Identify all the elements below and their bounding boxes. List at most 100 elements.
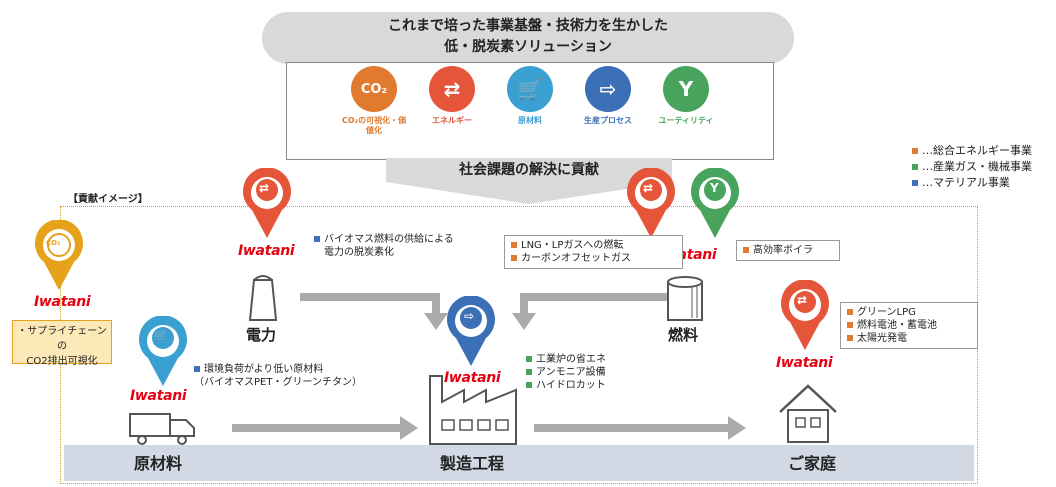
process-pin [447, 296, 495, 366]
box-item: 電力の脱炭素化 [314, 246, 494, 259]
box-item: 環境負荷がより低い原材料 [194, 363, 384, 376]
contribution-image-label: 【貢献イメージ】 [68, 194, 148, 205]
factory-icon: ⇨ [464, 309, 475, 323]
legend-swatch [912, 164, 918, 170]
box-item: アンモニア設備 [526, 366, 636, 379]
utility-pin [691, 168, 739, 238]
banner-line2: 低・脱炭素ソリューション [444, 39, 612, 55]
factory-building-icon [429, 375, 517, 445]
box-text: 工業炉の省エネ [536, 354, 606, 365]
co2-icon: CO₂ [351, 66, 397, 112]
solution-label: CO₂の可視化・価値化 [341, 116, 407, 135]
raw-material-label: 原材料 [134, 454, 183, 473]
legend-item: …マテリアル事業 [912, 175, 1032, 191]
legend-item: …産業ガス・機械事業 [912, 159, 1032, 175]
bullet [526, 382, 532, 388]
solution-label: 原材料 [518, 116, 542, 125]
power-label: 電力 [246, 326, 277, 344]
energy-pin-power [243, 168, 291, 238]
fuel-tank-icon [667, 276, 703, 321]
materials-box: 環境負荷がより低い原材料 （バイオマスPET・グリーンチタン） [188, 360, 390, 392]
power-box: バイオマス燃料の供給による 電力の脱炭素化 [308, 230, 500, 262]
box-item: カーボンオフセットガス [511, 252, 676, 265]
box-text: （バイオマスPET・グリーンチタン） [194, 377, 362, 388]
box-text: LNG・LPガスへの燃転 [521, 240, 624, 251]
box-item: 太陽光発電 [847, 332, 971, 345]
contribution-banner: 社会課題の解決に貢献 [386, 158, 672, 182]
box-text: 高効率ボイラ [753, 245, 813, 256]
box-item: グリーンLPG [847, 306, 971, 319]
bullet [314, 236, 320, 242]
box-text: グリーンLPG [857, 307, 916, 318]
bullet [847, 322, 853, 328]
iwatani-logo: Iwatani [130, 388, 187, 404]
material-pin [139, 316, 187, 386]
power-plant-icon [248, 275, 278, 321]
bullet [847, 309, 853, 315]
energy-icon: ⇄ [643, 181, 654, 195]
house-icon [779, 384, 837, 443]
energy-pin-fuel [627, 168, 675, 238]
legend-label: …産業ガス・機械事業 [922, 160, 1032, 173]
utility-icon: Y [710, 181, 719, 195]
factory-icon: ⇨ [585, 66, 631, 112]
box-text: バイオマス燃料の供給による [324, 234, 454, 245]
box-text: 環境負荷がより低い原材料 [204, 364, 324, 375]
iwatani-logo: Iwatani [776, 355, 833, 371]
boiler-box: 高効率ボイラ [736, 240, 840, 261]
legend-item: …総合エネルギー事業 [912, 143, 1032, 159]
box-text: 太陽光発電 [857, 333, 907, 344]
energy-pin-home [781, 280, 829, 350]
factory-label: 製造工程 [440, 454, 505, 473]
bullet [526, 369, 532, 375]
truck-icon [129, 413, 195, 445]
home-label: ご家庭 [788, 454, 837, 473]
box-text: 燃料電池・蓄電池 [857, 320, 937, 331]
solution-utility: Y ユーティリティ [651, 66, 721, 126]
co2-pin-icon: CO₂ [46, 239, 61, 247]
bullet [847, 335, 853, 341]
supply-chain-note: ・サプライチェーンの CO2排出可視化 [12, 320, 112, 367]
bullet [526, 356, 532, 362]
box-text: アンモニア設備 [536, 367, 606, 378]
iwatani-logo: Iwatani [238, 243, 295, 259]
iwatani-logo: Iwatani [444, 370, 501, 386]
box-text: ハイドロカット [536, 380, 606, 391]
legend: …総合エネルギー事業 …産業ガス・機械事業 …マテリアル事業 [912, 143, 1032, 191]
legend-swatch [912, 148, 918, 154]
ground-strip [64, 445, 974, 481]
solution-label: エネルギー [432, 116, 472, 125]
fuel-label: 燃料 [668, 326, 699, 344]
bullet [743, 247, 749, 253]
solution-material: 🛒 原材料 [495, 66, 565, 126]
home-box: グリーンLPG 燃料電池・蓄電池 太陽光発電 [840, 302, 978, 349]
banner-line1: これまで培った事業基盤・技術力を生かした [388, 18, 668, 34]
box-item: バイオマス燃料の供給による [314, 233, 494, 246]
down-arrow [386, 182, 672, 204]
solution-banner: これまで培った事業基盤・技術力を生かした 低・脱炭素ソリューション [262, 12, 794, 64]
box-item: 高効率ボイラ [743, 244, 833, 257]
box-item: 燃料電池・蓄電池 [847, 319, 971, 332]
box-item: LNG・LPガスへの燃転 [511, 239, 676, 252]
bullet [194, 366, 200, 372]
cart-icon: 🛒 [507, 66, 553, 112]
solution-co2: CO₂ CO₂の可視化・価値化 [339, 66, 409, 136]
solution-energy: ⇄ エネルギー [417, 66, 487, 126]
legend-label: …マテリアル事業 [922, 176, 1010, 189]
legend-label: …総合エネルギー事業 [922, 144, 1032, 157]
box-item: （バイオマスPET・グリーンチタン） [194, 376, 384, 389]
factory-box: 工業炉の省エネ アンモニア設備 ハイドロカット [520, 350, 642, 395]
bullet [511, 242, 517, 248]
utility-icon: Y [663, 66, 709, 112]
energy-icon: ⇄ [429, 66, 475, 112]
box-text: 電力の脱炭素化 [324, 247, 394, 258]
energy-icon: ⇄ [797, 293, 808, 307]
box-text: カーボンオフセットガス [521, 253, 631, 264]
legend-swatch [912, 180, 918, 186]
solution-label: ユーティリティ [658, 116, 714, 125]
solution-label: 生産プロセス [584, 116, 632, 125]
cart-icon: 🛒 [154, 329, 168, 342]
co2-pin [35, 220, 83, 290]
bullet [511, 255, 517, 261]
